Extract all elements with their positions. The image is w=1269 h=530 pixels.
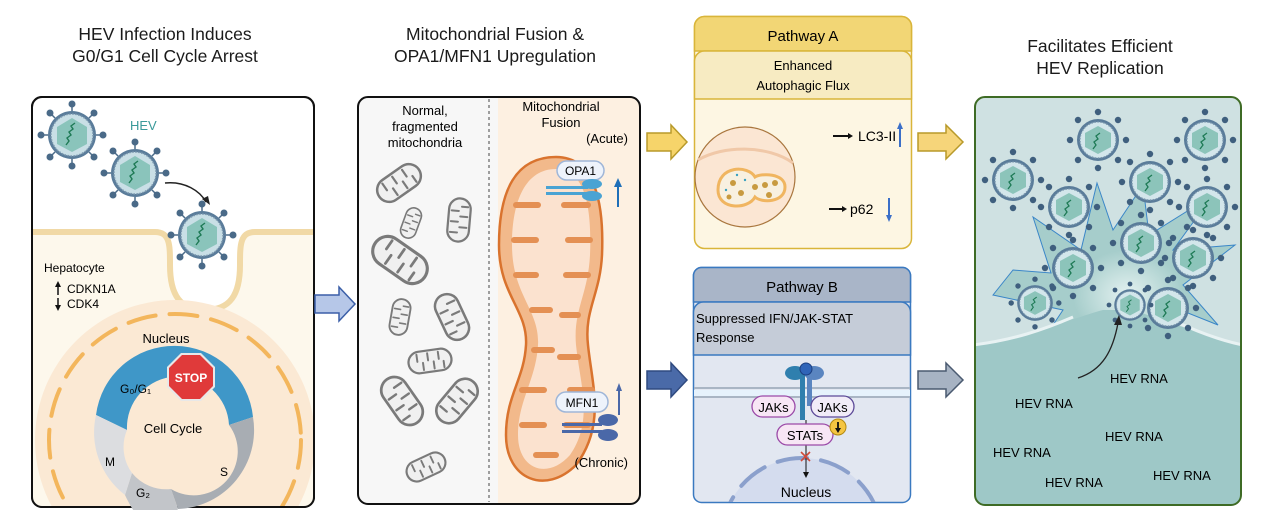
normal-label-1: Normal, xyxy=(402,103,448,118)
panel2-title: Mitochondrial Fusion & OPA1/MFN1 Upregul… xyxy=(345,23,645,67)
flow-arrow-to-pathway-a xyxy=(646,123,689,161)
pathway-b-header: Pathway B xyxy=(766,279,838,296)
panel2-title-line1: Mitochondrial Fusion & xyxy=(406,24,584,44)
jak-left-label: JAKs xyxy=(758,400,789,415)
p62-label: p62 xyxy=(850,201,874,217)
panel1-title-line1: HEV Infection Induces xyxy=(78,24,252,44)
mfn1-protein-icon xyxy=(562,414,618,441)
flow-arrow-1 xyxy=(314,285,357,323)
blocked-x-icon xyxy=(800,451,811,462)
hev-rna-label: HEV RNA xyxy=(1015,396,1073,411)
acute-label: (Acute) xyxy=(586,131,628,146)
lc3-arrow-icon xyxy=(833,133,853,139)
flow-arrow-from-pathway-b xyxy=(917,361,965,399)
phase-g2 xyxy=(125,473,178,510)
lc3-up-arrow-icon xyxy=(897,122,903,147)
stats-label: STATs xyxy=(787,428,824,443)
panel2-box: Normal, fragmented mitochondria Mitochon… xyxy=(357,96,641,505)
hev-rna-label: HEV RNA xyxy=(1045,475,1103,490)
phase-s xyxy=(171,417,255,509)
jak-left-badge xyxy=(751,395,796,418)
receptor-icon xyxy=(785,362,824,420)
panel4-title-line2: HEV Replication xyxy=(1036,58,1164,78)
hev-rna-label: HEV RNA xyxy=(1153,468,1211,483)
panel1-title-line2: G0/G1 Cell Cycle Arrest xyxy=(72,46,258,66)
gene-cdk4: CDK4 xyxy=(67,297,99,311)
mfn1-up-arrow-icon xyxy=(616,383,622,415)
virus-icon xyxy=(36,99,108,171)
gene-cdkn1a: CDKN1A xyxy=(67,282,116,296)
pathway-a-sub-1: Enhanced xyxy=(774,58,833,73)
pathway-b-box: Pathway B Suppressed IFN/JAK-STAT Respon… xyxy=(692,266,912,504)
panel4-title-line1: Facilitates Efficient xyxy=(1027,36,1173,56)
panel1-box: HEV Hepatocyte CDKN1A CDK4 Nucleus G₀/G₁… xyxy=(31,96,315,510)
hev-rna-label: HEV RNA xyxy=(993,445,1051,460)
jak-right-label: JAKs xyxy=(817,400,848,415)
opa1-protein-icon xyxy=(546,179,602,201)
normal-label-3: mitochondria xyxy=(388,135,463,150)
opa1-up-arrow-icon xyxy=(614,178,622,207)
p62-arrow-icon xyxy=(829,206,847,212)
mfn1-badge xyxy=(555,391,609,413)
nucleus-shape xyxy=(730,458,874,502)
fusion-label-2: Fusion xyxy=(541,115,580,130)
p62-down-arrow-icon xyxy=(886,198,892,222)
nucleus-label-b: Nucleus xyxy=(781,484,832,500)
virus-icon xyxy=(166,199,238,271)
hev-rna-labels: HEV RNA HEV RNA HEV RNA HEV RNA HEV RNA … xyxy=(993,371,1211,490)
jak-right-badge xyxy=(810,395,855,418)
flow-arrow-from-pathway-a xyxy=(917,123,965,161)
phase-s-label: S xyxy=(220,465,228,479)
hepatocyte-label: Hepatocyte xyxy=(44,261,105,275)
panel2-title-line2: OPA1/MFN1 Upregulation xyxy=(394,46,596,66)
alert-down-icon xyxy=(829,418,847,436)
panel1-title: HEV Infection Induces G0/G1 Cell Cycle A… xyxy=(20,23,310,67)
phase-m xyxy=(94,415,132,495)
pathway-a-sub-2: Autophagic Flux xyxy=(756,78,850,93)
phase-m-label: M xyxy=(105,455,115,469)
cell-cycle-label: Cell Cycle xyxy=(144,421,203,436)
hev-rna-label: HEV RNA xyxy=(1105,429,1163,444)
stop-sign-icon: STOP xyxy=(167,353,215,401)
lc3-ii-label: LC3-II xyxy=(858,128,896,144)
mfn1-label: MFN1 xyxy=(566,396,599,410)
pathway-b-sub-1: Suppressed IFN/JAK-STAT xyxy=(696,311,853,326)
panel4-box: HEV RNA HEV RNA HEV RNA HEV RNA HEV RNA … xyxy=(974,96,1242,506)
pathway-a-header: Pathway A xyxy=(768,28,839,45)
normal-label-2: fragmented xyxy=(392,119,458,134)
down-arrow-icon xyxy=(55,298,61,311)
panel4-title: Facilitates Efficient HEV Replication xyxy=(975,35,1225,79)
pathway-b-sub-2: Response xyxy=(696,330,755,345)
fusion-label-1: Mitochondrial xyxy=(522,99,599,114)
phase-g0g1-label: G₀/G₁ xyxy=(120,382,151,396)
chronic-label: (Chronic) xyxy=(575,455,628,470)
opa1-label: OPA1 xyxy=(565,164,596,178)
stop-label: STOP xyxy=(175,371,207,385)
virus-icon xyxy=(99,137,171,209)
stats-badge xyxy=(776,423,834,446)
pathway-a-box: Pathway A Enhanced Autophagic Flux LC3-I… xyxy=(693,15,913,250)
flow-arrow-to-pathway-b xyxy=(646,361,689,399)
opa1-badge xyxy=(556,160,605,181)
autophagy-icon xyxy=(694,126,796,228)
nucleus-label: Nucleus xyxy=(143,331,190,346)
hev-rna-label: HEV RNA xyxy=(1110,371,1168,386)
phase-g2-label: G₂ xyxy=(136,486,150,500)
up-arrow-icon xyxy=(55,281,61,295)
release-arrow-icon xyxy=(1077,322,1119,379)
mitochondrion-icon xyxy=(445,196,473,244)
virus-label: HEV xyxy=(130,118,157,133)
